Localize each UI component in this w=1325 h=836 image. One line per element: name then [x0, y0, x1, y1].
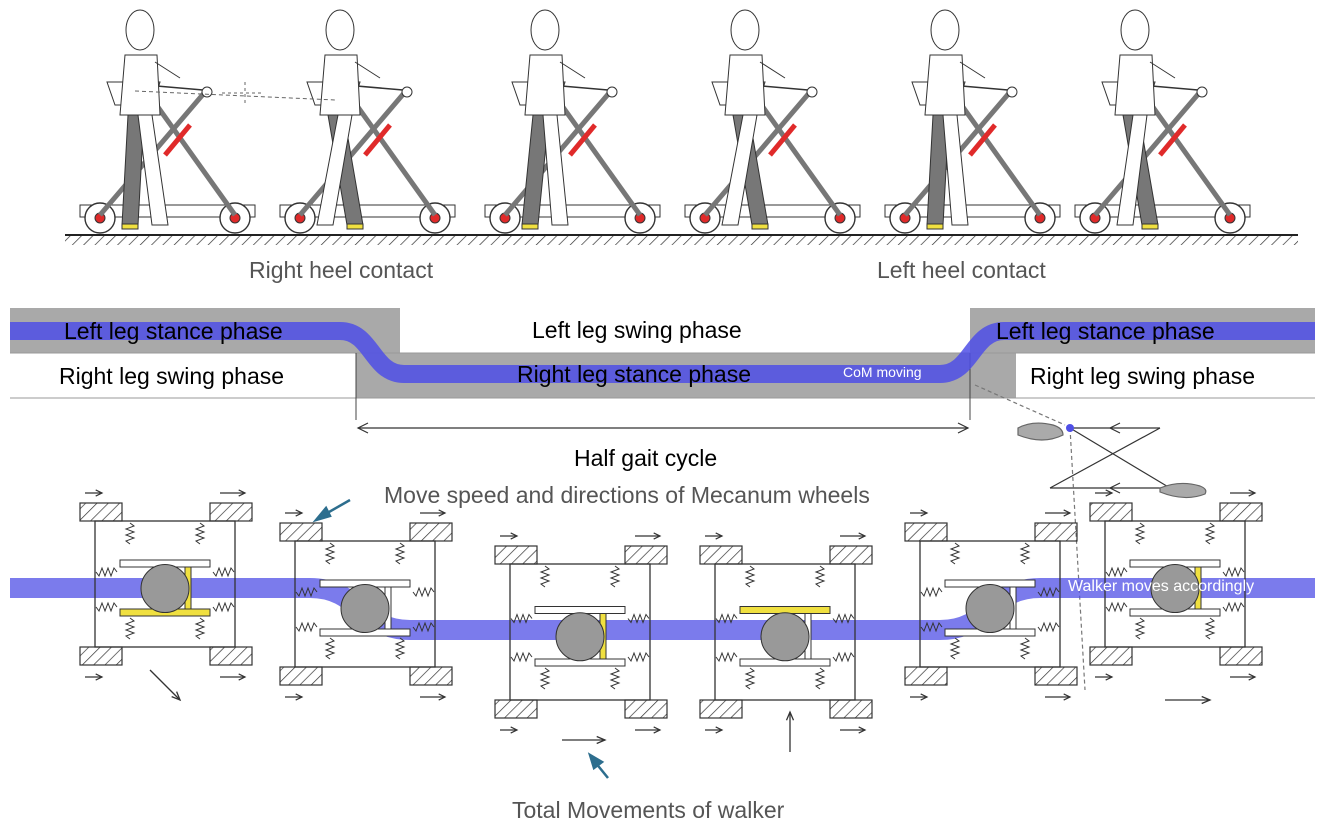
- total-movement-arrows: [149, 669, 1212, 752]
- mecanum-chassis: [1089, 489, 1263, 681]
- com-dashed-line: [134, 90, 336, 101]
- walker-figure: [484, 9, 661, 234]
- right-swing-phase-label-1: Right leg swing phase: [59, 363, 285, 389]
- walker-figure: [79, 9, 256, 234]
- wheel-caption: Move speed and directions of Mecanum whe…: [384, 482, 870, 508]
- mecanum-chassis: [699, 532, 873, 734]
- half-gait-dimension: [356, 422, 970, 434]
- left-swing-phase-label: Left leg swing phase: [532, 317, 742, 343]
- walker-figure: [1074, 9, 1251, 234]
- walker-figure: [279, 9, 456, 234]
- crosshair-icon: [222, 82, 262, 106]
- half-gait-cycle-label: Half gait cycle: [574, 445, 718, 471]
- left-stance-phase-label-1: Left leg stance phase: [64, 318, 283, 344]
- left-heel-contact-label: Left heel contact: [877, 257, 1046, 283]
- walker-figures: [79, 9, 1251, 234]
- right-swing-phase-label-2: Right leg swing phase: [1030, 363, 1256, 389]
- walker-figure: [884, 9, 1061, 234]
- total-movements-label: Total Movements of walker: [512, 797, 785, 823]
- mecanum-chassis: [494, 532, 668, 734]
- left-stance-phase-label-2: Left leg stance phase: [996, 318, 1215, 344]
- phase-table: [10, 308, 1315, 420]
- walker-figure: [684, 9, 861, 234]
- pointer-arrows: [312, 498, 609, 779]
- mecanum-chassis: [279, 509, 453, 701]
- mecanum-chassis: [904, 509, 1078, 701]
- right-stance-phase-label: Right leg stance phase: [517, 361, 751, 387]
- com-moving-label: CoM moving: [843, 364, 922, 380]
- ground-line: [65, 234, 1298, 245]
- right-heel-contact-label: Right heel contact: [249, 257, 434, 283]
- walker-moves-label: Walker moves accordingly: [1068, 578, 1255, 595]
- mecanum-chassis-row: [79, 489, 1263, 752]
- feet-trajectory-inset: [974, 384, 1207, 691]
- mecanum-chassis: [79, 489, 253, 681]
